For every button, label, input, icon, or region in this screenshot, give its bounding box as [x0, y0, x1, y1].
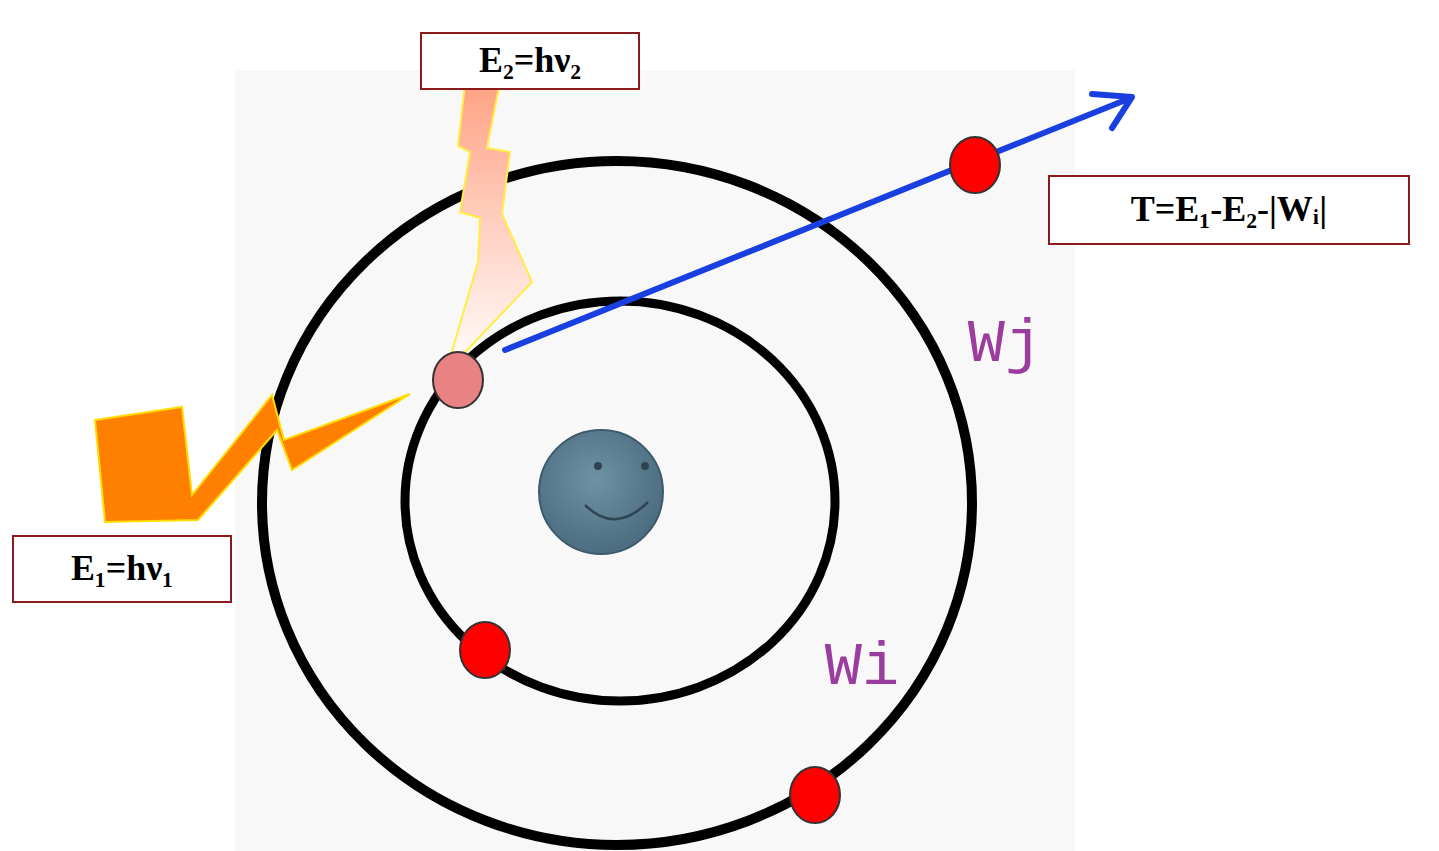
orbit-label: Wi: [825, 637, 899, 699]
excited-electron: [433, 352, 483, 408]
formula-text: E₁=hν₁: [71, 549, 173, 589]
electron: [790, 767, 840, 823]
faded-background: [235, 70, 1075, 851]
orbit-label: Wj: [968, 314, 1042, 376]
formula-text: E₂=hν₂: [479, 41, 581, 81]
nucleus-eye: [594, 462, 602, 470]
ejection-path: [505, 99, 1128, 350]
outer-orbit: [262, 161, 972, 845]
ejection-arrowhead: [1092, 94, 1132, 128]
inner-orbit: [405, 301, 835, 701]
incoming-photon: [95, 394, 410, 522]
nucleus: [539, 430, 663, 554]
nucleus-smile: [585, 502, 648, 519]
emitted-photon: [446, 75, 532, 372]
nucleus-body: [539, 430, 663, 554]
ejected-electron: [950, 137, 1000, 193]
formula-box: E₁=hν₁: [12, 535, 232, 603]
electron: [460, 622, 510, 678]
formula-text: T=E₁-E₂-|Wᵢ|: [1131, 190, 1327, 230]
nucleus-eye: [641, 462, 649, 470]
formula-box: E₂=hν₂: [420, 32, 640, 90]
formula-box: T=E₁-E₂-|Wᵢ|: [1048, 175, 1410, 245]
